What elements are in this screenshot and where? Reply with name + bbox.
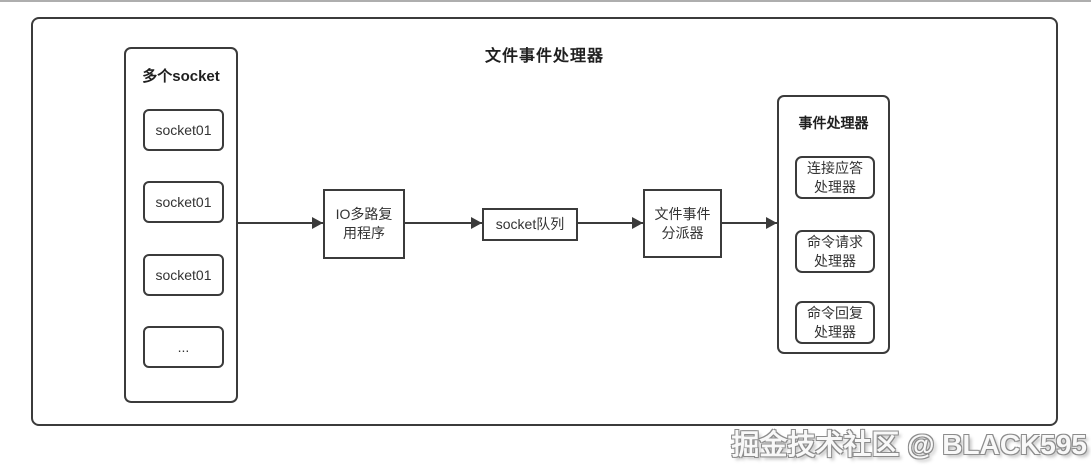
top-divider-line: [0, 0, 1091, 2]
command-request-handler-box: 命令请求处理器: [795, 230, 875, 273]
arrowhead-icon: [471, 217, 482, 229]
connection-reply-handler-box: 连接应答处理器: [795, 156, 875, 199]
arrow-dispatcher-to-handlers: [722, 217, 777, 229]
socket-queue-node: socket队列: [482, 208, 578, 241]
arrow-sockets-to-multiplexer: [238, 217, 323, 229]
file-event-dispatcher-node: 文件事件分派器: [643, 189, 722, 258]
event-handlers-group: 事件处理器 连接应答处理器 命令请求处理器 命令回复处理器: [777, 95, 890, 354]
socket-box: socket01: [143, 181, 224, 223]
watermark-text: 掘金技术社区 @ BLACK595: [731, 429, 1087, 460]
sockets-group: 多个socket socket01 socket01 socket01 ...: [124, 47, 238, 403]
sockets-group-title: 多个socket: [142, 68, 220, 85]
socket-box: socket01: [143, 109, 224, 151]
io-multiplexer-node: IO多路复用程序: [323, 189, 405, 259]
arrowhead-icon: [312, 217, 323, 229]
socket-box: socket01: [143, 254, 224, 296]
arrowhead-icon: [632, 217, 643, 229]
arrow-multiplexer-to-queue: [405, 217, 482, 229]
socket-ellipsis-box: ...: [143, 326, 224, 368]
arrowhead-icon: [766, 217, 777, 229]
diagram-title: 文件事件处理器: [484, 48, 604, 65]
event-handlers-group-title: 事件处理器: [798, 115, 869, 131]
arrow-queue-to-dispatcher: [578, 217, 643, 229]
command-reply-handler-box: 命令回复处理器: [795, 301, 875, 344]
